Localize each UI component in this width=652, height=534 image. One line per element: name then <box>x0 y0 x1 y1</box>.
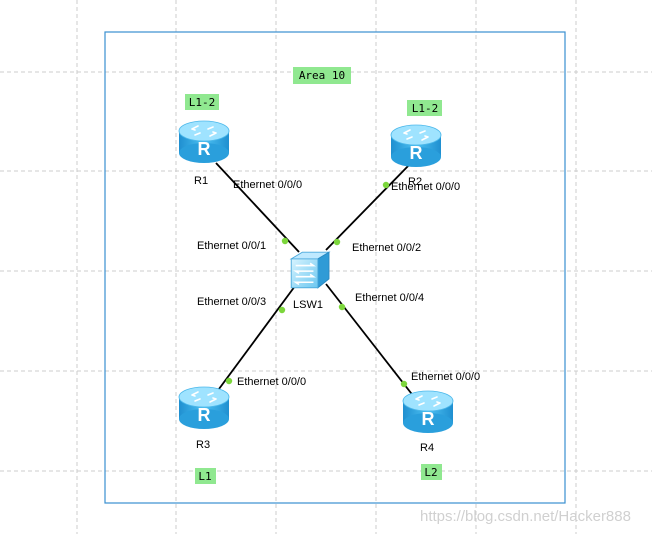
device-r1[interactable]: L1-2 R R1 <box>178 94 230 187</box>
port-label-r2-e000: Ethernet 0/0/0 <box>391 181 460 193</box>
link-r1-lsw1[interactable] <box>215 162 300 253</box>
device-lsw1[interactable]: LSW1 <box>290 251 330 311</box>
port-label-r4-e000: Ethernet 0/0/0 <box>411 371 480 383</box>
switch-icon <box>290 251 330 289</box>
level-label-r1: L1-2 <box>189 96 216 109</box>
area-tag: Area 10 <box>293 67 351 84</box>
link-r3-lsw1[interactable] <box>215 281 299 394</box>
port-label-lsw1-e004: Ethernet 0/0/4 <box>355 292 424 304</box>
router-glyph-r4: R <box>422 409 435 429</box>
device-name-r3: R3 <box>196 439 210 451</box>
port-label-r3-e000: Ethernet 0/0/0 <box>237 376 306 388</box>
device-name-r1: R1 <box>194 175 208 187</box>
port-dot-r3-e000 <box>225 377 233 385</box>
port-dots <box>225 181 408 388</box>
port-label-lsw1-e003: Ethernet 0/0/3 <box>197 296 266 308</box>
router-glyph-r3: R <box>198 405 211 425</box>
area-boundary[interactable] <box>104 31 566 504</box>
port-dot-lsw1-e003 <box>278 306 286 314</box>
level-tag-r3 <box>195 468 216 484</box>
level-tag-r1 <box>185 94 219 110</box>
device-r4[interactable]: R R4 L2 <box>402 390 454 480</box>
level-tag-r4 <box>421 464 442 480</box>
level-label-r2: L1-2 <box>412 102 439 115</box>
level-label-r3: L1 <box>198 470 211 483</box>
port-dot-lsw1-e001 <box>281 237 289 245</box>
port-dot-r2-e000 <box>382 181 390 189</box>
router-glyph-r2: R <box>410 143 423 163</box>
router-glyph-r1: R <box>198 139 211 159</box>
port-label-lsw1-e002: Ethernet 0/0/2 <box>352 242 421 254</box>
port-labels: Ethernet 0/0/0 Ethernet 0/0/0 Ethernet 0… <box>197 179 480 388</box>
device-r3[interactable]: R R3 L1 <box>178 386 230 484</box>
watermark: https://blog.csdn.net/Hacker888 <box>420 508 631 525</box>
device-name-r2: R2 <box>408 176 422 188</box>
link-r2-lsw1[interactable] <box>325 161 413 251</box>
area-label: Area 10 <box>299 69 345 82</box>
device-name-lsw1: LSW1 <box>293 299 323 311</box>
device-r2[interactable]: L1-2 R R2 <box>390 100 442 188</box>
level-label-r4: L2 <box>424 466 437 479</box>
port-dot-lsw1-e002 <box>333 238 341 246</box>
port-label-r1-e000: Ethernet 0/0/0 <box>233 179 302 191</box>
port-dot-lsw1-e004 <box>338 303 346 311</box>
port-dot-r4-e000 <box>400 380 408 388</box>
level-tag-r2 <box>407 100 442 116</box>
port-label-lsw1-e001: Ethernet 0/0/1 <box>197 240 266 252</box>
device-name-r4: R4 <box>420 442 434 454</box>
